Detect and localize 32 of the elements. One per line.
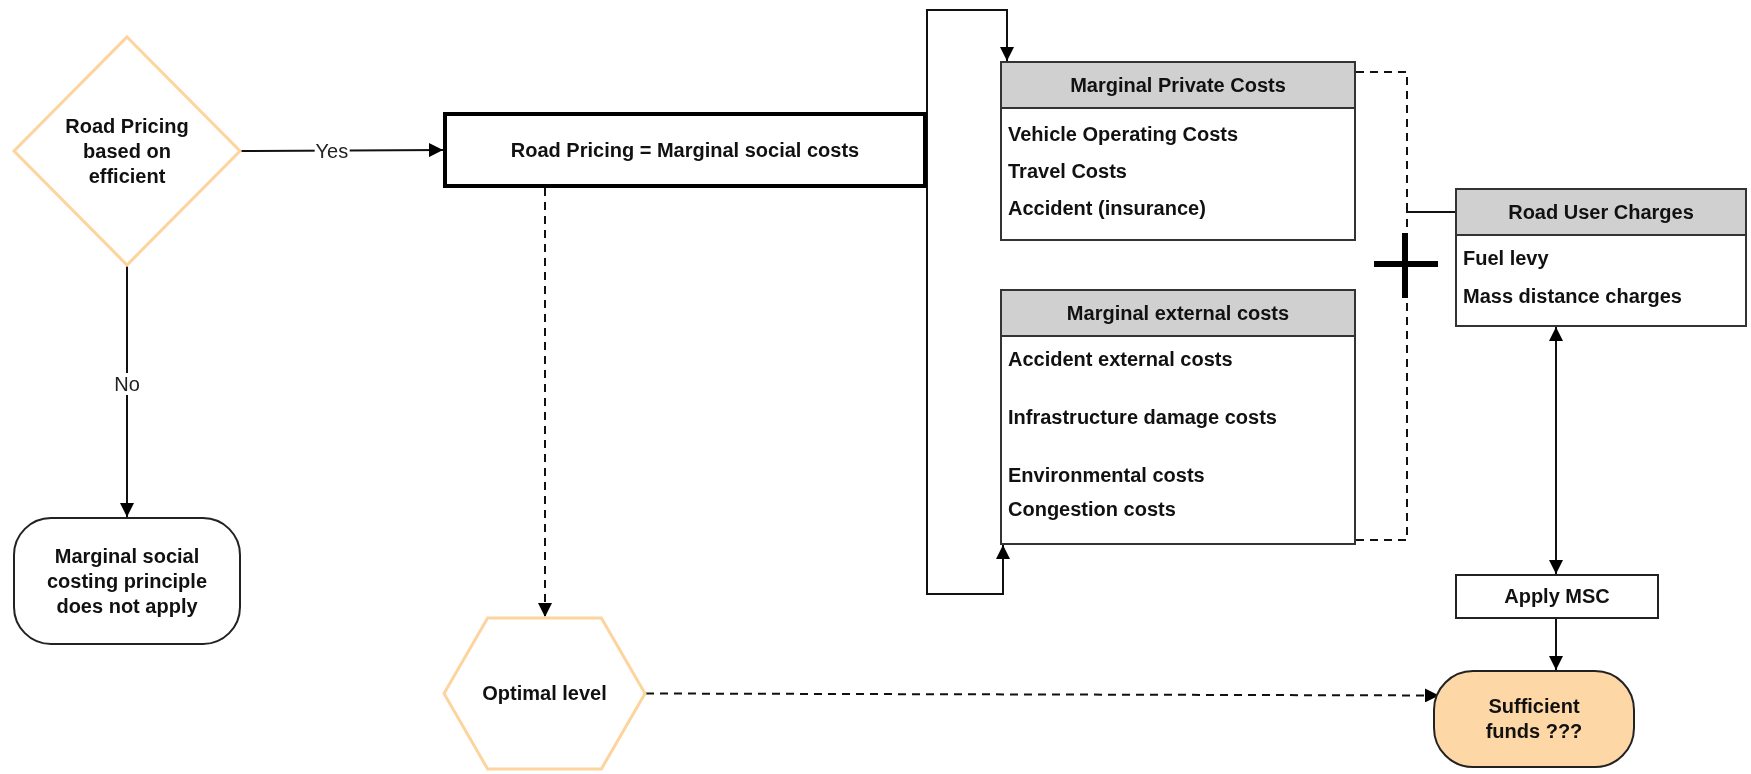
process-box (443, 112, 927, 188)
decision-diamond (13, 36, 241, 266)
table-row-text: Fuel levy (1462, 246, 1550, 270)
hexagon-shape (443, 617, 646, 770)
node-label: Apply MSC (1504, 584, 1610, 609)
table-row-text: Environmental costs (1007, 463, 1206, 487)
table-header: Marginal external costs (1002, 291, 1354, 337)
node-label: Optimal level (482, 681, 607, 706)
arrow (538, 187, 552, 618)
table-row-text: Mass distance charges (1462, 284, 1683, 308)
terminal-box (1433, 670, 1635, 768)
arrow (120, 265, 134, 518)
table-row-text: Infrastructure damage costs (1007, 405, 1278, 429)
table-row-text: Vehicle Operating Costs (1007, 122, 1240, 146)
charges-table (1455, 188, 1747, 327)
table-row-text: Travel Costs (1007, 159, 1128, 183)
node-label: Marginal social costing principle does not apply (46, 543, 208, 619)
node-label: Road Pricing based on efficient (64, 113, 190, 189)
node-label: Sufficient funds ??? (1484, 694, 1584, 744)
node-label: Road Pricing = Marginal social costs (510, 137, 860, 163)
cost-table (1000, 61, 1356, 241)
terminal-box (13, 517, 241, 645)
table-header: Marginal Private Costs (1002, 63, 1354, 109)
process-box (1455, 574, 1659, 619)
table-row-text: Accident external costs (1007, 347, 1234, 371)
arrow (1549, 326, 1563, 575)
edge-label: No (113, 372, 141, 395)
arrow (1549, 618, 1563, 671)
table-row-text: Congestion costs (1007, 497, 1177, 521)
table-row-text: Accident (insurance) (1007, 196, 1207, 220)
cost-table (1000, 289, 1356, 545)
table-header: Road User Charges (1457, 190, 1745, 236)
